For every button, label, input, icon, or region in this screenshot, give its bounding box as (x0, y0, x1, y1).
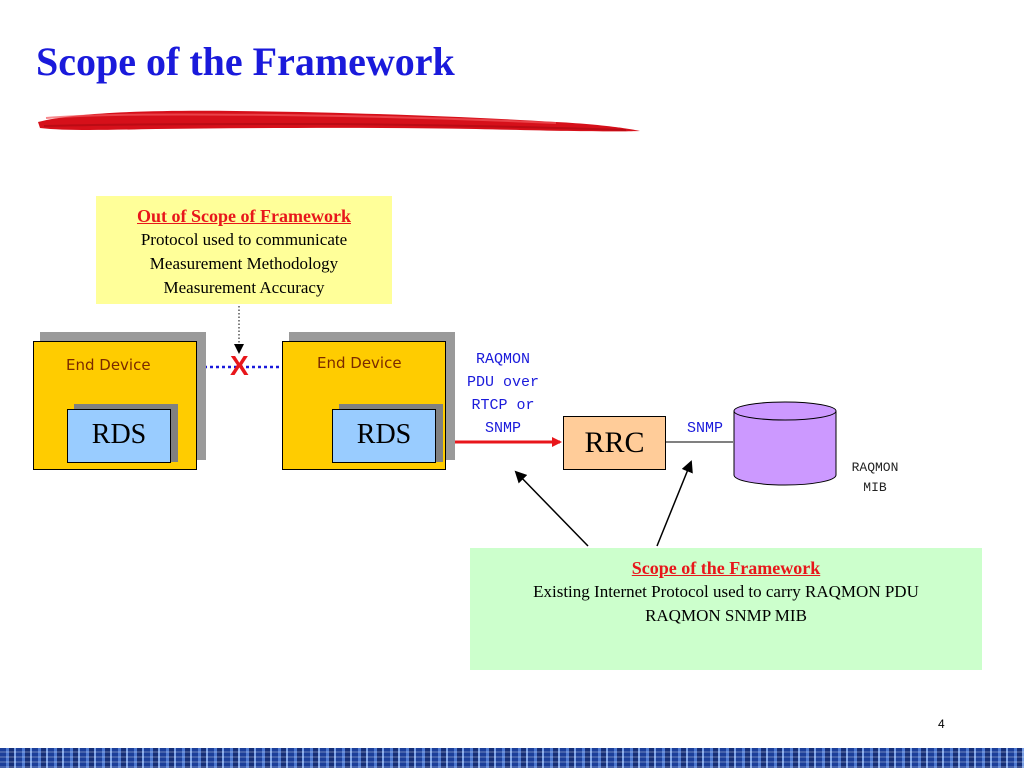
footer-pattern-band (0, 748, 1024, 768)
in-scope-callout: Scope of the Framework Existing Internet… (470, 548, 982, 670)
out-of-scope-line: Measurement Accuracy (163, 278, 325, 297)
slide-title: Scope of the Framework (36, 39, 455, 84)
rds-module-left: RDS (67, 409, 171, 463)
out-of-scope-line: Protocol used to communicate (140, 230, 348, 249)
scope-arrow-pdu (514, 470, 589, 547)
end-device-label: End Device (66, 356, 151, 374)
mib-label-line: RAQMON (851, 460, 899, 475)
pdu-transport-label: RAQMON PDU over RTCP or SNMP (449, 348, 557, 440)
in-scope-heading: Scope of the Framework (631, 558, 821, 578)
blocked-communication-marker: X (230, 350, 249, 381)
pdu-label-line: RAQMON (475, 351, 530, 368)
in-scope-line: Existing Internet Protocol used to carry… (533, 582, 919, 601)
pdu-label-line: PDU over (466, 374, 539, 391)
out-of-scope-callout: Out of Scope of Framework Protocol used … (96, 196, 392, 304)
out-of-scope-line: Measurement Methodology (149, 254, 339, 273)
scope-arrow-mib (656, 460, 693, 547)
pdu-label-line: RTCP or (471, 397, 535, 414)
rds-module-right: RDS (332, 409, 436, 463)
rrc-collector: RRC (563, 416, 666, 470)
pdu-label-line: SNMP (484, 420, 521, 437)
end-device-label: End Device (317, 354, 402, 372)
out-of-scope-heading: Out of Scope of Framework (137, 206, 351, 226)
mib-label: RAQMON MIB (836, 458, 914, 498)
mib-label-line: MIB (863, 480, 887, 495)
callout-pointer-arrowhead (234, 344, 244, 354)
snmp-label: SNMP (686, 420, 723, 437)
title-underline-brush (38, 110, 640, 132)
in-scope-line: RAQMON SNMP MIB (645, 606, 807, 625)
page-number: 4 (938, 717, 945, 731)
mib-database-icon (733, 401, 837, 486)
